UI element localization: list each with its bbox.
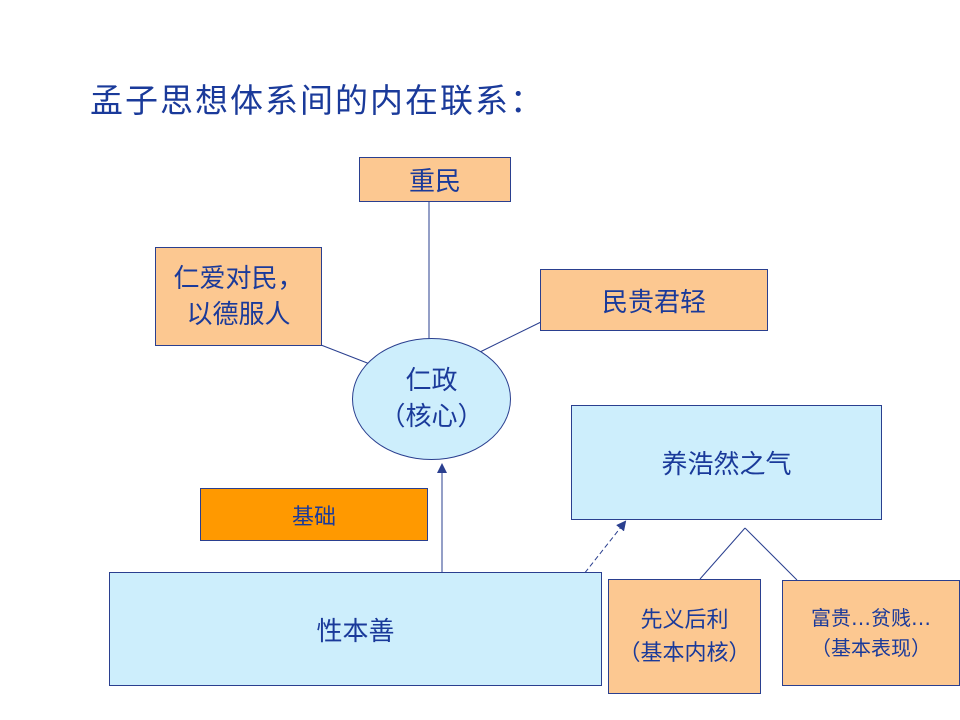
node-mingui-label: 民贵君轻 bbox=[601, 287, 706, 318]
node-renzheng: 仁政 （核心） bbox=[352, 338, 511, 460]
line-yanghaoran-xianyi bbox=[699, 527, 746, 580]
node-renai: 仁爱对民， 以德服人 bbox=[155, 247, 322, 346]
node-renai-line1: 仁爱对民， bbox=[173, 263, 304, 294]
node-zhongmin-label: 重民 bbox=[408, 167, 461, 197]
node-fugui: 富贵…贫贱… （基本表现） bbox=[782, 580, 960, 686]
node-xianyi-line1: 先义后利 bbox=[640, 607, 729, 633]
line-yanghaoran-fugui bbox=[744, 527, 798, 581]
node-yanghaoran: 养浩然之气 bbox=[571, 405, 882, 520]
node-jichu: 基础 bbox=[200, 488, 428, 541]
node-xianyi: 先义后利 （基本内核） bbox=[608, 579, 761, 694]
node-fugui-line1: 富贵…贫贱… bbox=[811, 606, 931, 630]
node-renzheng-line1: 仁政 bbox=[405, 366, 458, 396]
line-mingui-renzheng bbox=[479, 321, 542, 353]
arrow-xingbenshan-yanghaoran bbox=[579, 520, 627, 580]
node-xingbenshan: 性本善 bbox=[109, 572, 602, 686]
node-zhongmin: 重民 bbox=[359, 157, 511, 202]
node-renzheng-line2: （核心） bbox=[379, 402, 484, 432]
node-jichu-label: 基础 bbox=[291, 504, 336, 530]
node-xingbenshan-label: 性本善 bbox=[316, 616, 395, 647]
node-xianyi-line2: （基本内核） bbox=[618, 640, 751, 666]
node-mingui: 民贵君轻 bbox=[540, 269, 768, 331]
node-renai-line2: 以德服人 bbox=[186, 299, 291, 330]
page-title: 孟子思想体系间的内在联系： bbox=[90, 81, 545, 120]
node-yanghaoran-label: 养浩然之气 bbox=[661, 450, 792, 480]
node-fugui-line2: （基本表现） bbox=[811, 636, 931, 660]
